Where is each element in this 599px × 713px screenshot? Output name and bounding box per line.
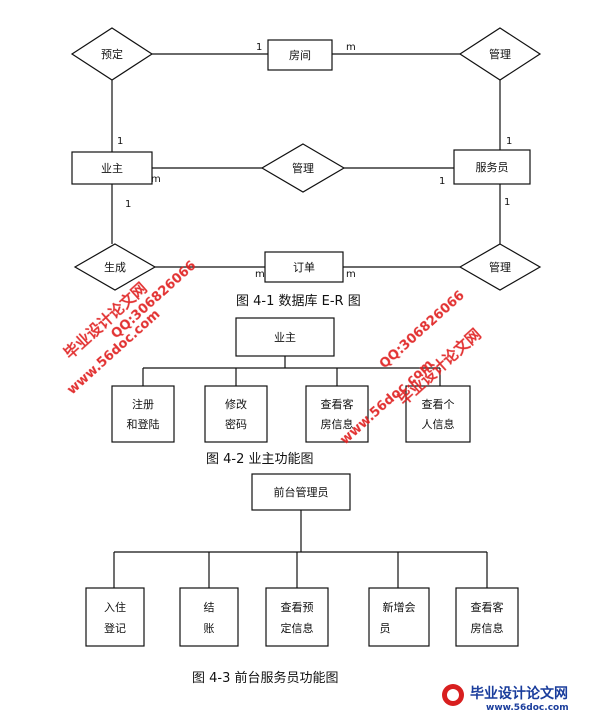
staff-node-view-booking-line1: 查看预 (281, 600, 314, 614)
staff-node-view-room: 查看客 房信息 (455, 587, 519, 647)
owner-node-password: 修改 密码 (204, 385, 268, 443)
relation-manage-room-label: 管理 (489, 47, 511, 61)
relation-manage-mid-label: 管理 (292, 161, 314, 175)
relation-manage-order: 管理 (458, 243, 542, 291)
card-owner-gen: 1 (125, 199, 131, 210)
owner-node-view-room-line2: 房信息 (321, 417, 354, 431)
card-gen-order: m (255, 269, 265, 280)
owner-node-view-personal-line1: 查看个 (422, 397, 455, 411)
card-reserve-owner: 1 (117, 136, 123, 147)
relation-reserve-label: 预定 (101, 47, 123, 61)
card-order-mgr: m (346, 269, 356, 280)
staff-node-checkin: 入住 登记 (85, 587, 145, 647)
er-diagram: 房间 业主 服务员 订单 预定 管理 管理 生成 (70, 27, 542, 309)
entity-owner-label: 业主 (101, 162, 123, 175)
owner-node-view-room-line1: 查看客 (321, 397, 354, 411)
site-logo-text: 毕业设计论文网 (470, 685, 568, 702)
card-owner-mid: m (151, 174, 161, 185)
staff-node-new-member: 新增会 员 (368, 587, 430, 647)
relation-manage-order-label: 管理 (489, 260, 511, 274)
staff-node-new-member-line2: 员 (380, 622, 391, 635)
staff-node-view-booking: 查看预 定信息 (265, 587, 329, 647)
owner-node-view-room: 查看客 房信息 (305, 385, 369, 443)
owner-function-tree: 业主 注册 和登陆 修改 密码 查看客 房信息 查看个 人信息 图 4-2 业主… (111, 317, 471, 467)
staff-node-view-room-line1: 查看客 (471, 600, 504, 614)
entity-room-label: 房间 (289, 49, 311, 62)
figure-caption-4-2: 图 4-2 业主功能图 (206, 452, 314, 467)
relation-reserve: 预定 (70, 27, 154, 81)
relation-manage-mid: 管理 (260, 143, 346, 193)
staff-node-new-member-line1: 新增会 (383, 600, 416, 614)
entity-staff-label: 服务员 (476, 161, 509, 174)
owner-node-view-personal-line2: 人信息 (422, 417, 455, 431)
owner-node-password-line2: 密码 (225, 417, 247, 431)
staff-node-checkin-line2: 登记 (104, 621, 126, 635)
site-logo: 毕业设计论文网 www.56doc.com (442, 684, 569, 713)
owner-node-register: 注册 和登陆 (111, 385, 175, 443)
entity-order: 订单 (264, 251, 344, 283)
staff-root-label: 前台管理员 (274, 485, 329, 499)
relation-generate-label: 生成 (104, 260, 126, 274)
owner-node-view-personal: 查看个 人信息 (405, 385, 471, 443)
card-mid-staff: 1 (439, 176, 445, 187)
relation-generate: 生成 (73, 243, 157, 291)
card-room-manage: m (346, 42, 356, 53)
staff-node-checkin-line1: 入住 (104, 600, 126, 614)
entity-room: 房间 (267, 39, 333, 71)
relation-manage-room: 管理 (458, 27, 542, 81)
owner-node-register-line1: 注册 (132, 397, 154, 411)
entity-order-label: 订单 (293, 261, 315, 274)
entity-staff: 服务员 (453, 149, 531, 185)
staff-node-view-room-line2: 房信息 (471, 621, 504, 635)
staff-function-tree: 前台管理员 入住 登记 结 账 查看预 定信息 新增会 员 (85, 473, 519, 686)
figure-caption-4-1: 图 4-1 数据库 E-R 图 (236, 293, 361, 309)
card-reserve-room: 1 (256, 42, 262, 53)
card-staff-mgr: 1 (504, 197, 510, 208)
owner-node-register-line2: 和登陆 (127, 417, 160, 431)
staff-node-checkout-line1: 结 (204, 601, 215, 614)
entity-owner: 业主 (71, 151, 153, 185)
staff-node-view-booking-line2: 定信息 (281, 621, 314, 635)
staff-root-box (251, 473, 351, 511)
card-manage-staff: 1 (506, 136, 512, 147)
site-logo-url: www.56doc.com (486, 703, 569, 713)
site-logo-badge-inner (447, 689, 459, 701)
staff-node-checkout-line2: 账 (204, 622, 215, 635)
owner-node-password-line1: 修改 (225, 397, 247, 411)
staff-node-checkout: 结 账 (179, 587, 239, 647)
figure-caption-4-3: 图 4-3 前台服务员功能图 (192, 670, 339, 686)
owner-root-label: 业主 (274, 331, 296, 344)
